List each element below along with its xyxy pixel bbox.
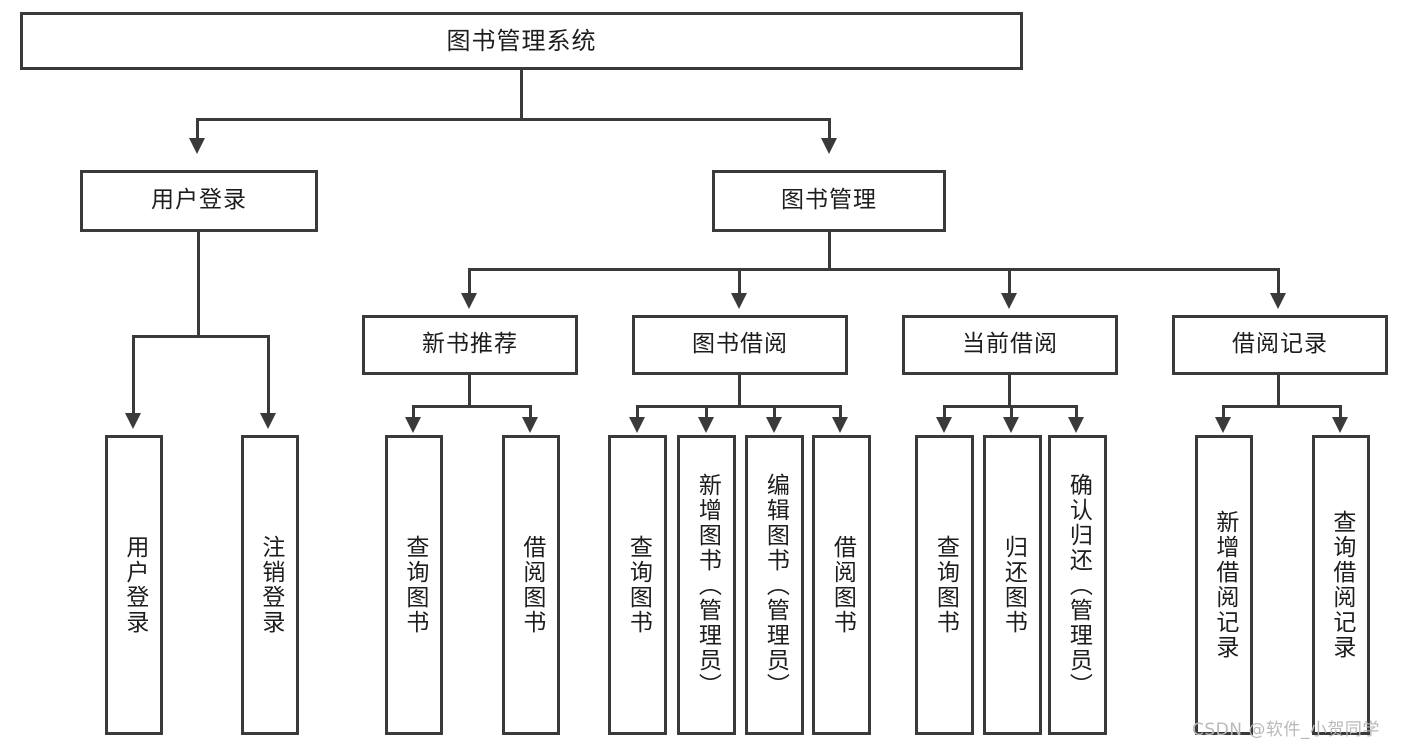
node-root-system[interactable]: 图书管理系统 [20,12,1023,70]
connector-new-book-drop-1 [412,405,415,419]
node-book-borrow[interactable]: 图书借阅 [632,315,848,375]
arrow-to-book-borrow [731,293,747,309]
connector-borrow-record-bar [1222,405,1342,408]
connector-book-borrow-bar [636,405,842,408]
node-label: 查询图书 [401,535,428,635]
arrow-to-borrow-record [1270,293,1286,309]
arrow-to-leaf-query-book-1 [405,417,421,433]
node-new-book-recommend[interactable]: 新书推荐 [362,315,578,375]
connector-new-book-drop-2 [529,405,532,419]
connector-user-login-drop-2 [267,335,270,415]
arrow-to-user-login [189,138,205,154]
node-label: 当前借阅 [962,331,1058,358]
arrow-to-leaf-edit-book [766,417,782,433]
node-label: 新增借阅记录 [1211,510,1238,660]
arrow-to-leaf-query-record [1332,417,1348,433]
connector-user-login-stem [197,232,200,335]
leaf-user-login[interactable]: 用户登录 [105,435,163,735]
connector-current-borrow-drop-3 [1075,405,1078,419]
connector-book-borrow-drop-3 [773,405,776,419]
arrow-to-leaf-query-book-2 [629,417,645,433]
connector-level2-right-drop [828,118,831,140]
arrow-to-leaf-add-book [698,417,714,433]
connector-borrow-record-drop-2 [1339,405,1342,419]
node-label: 新增图书（管理员） [694,472,721,698]
leaf-add-book-admin[interactable]: 新增图书（管理员） [677,435,736,735]
leaf-edit-book-admin[interactable]: 编辑图书（管理员） [745,435,804,735]
connector-current-borrow-drop-1 [943,405,946,419]
leaf-logout[interactable]: 注销登录 [241,435,299,735]
node-label: 借阅图书 [518,535,545,635]
node-label: 借阅记录 [1232,331,1328,358]
connector-level3-drop-2 [738,268,741,295]
connector-level3-drop-4 [1277,268,1280,295]
connector-book-borrow-stem [738,375,741,405]
node-borrow-record[interactable]: 借阅记录 [1172,315,1388,375]
leaf-confirm-return-admin[interactable]: 确认归还（管理员） [1048,435,1107,735]
arrow-to-leaf-add-record [1215,417,1231,433]
leaf-query-book-borrow[interactable]: 查询图书 [608,435,667,735]
leaf-add-borrow-record[interactable]: 新增借阅记录 [1195,435,1253,735]
arrow-to-leaf-return-book [1003,417,1019,433]
arrow-to-leaf-borrow-book-1 [522,417,538,433]
connector-root-stem [520,70,523,118]
node-label: 用户登录 [151,187,247,214]
node-label: 图书管理系统 [446,26,597,55]
node-label: 编辑图书（管理员） [762,472,789,698]
node-label: 图书管理 [781,187,877,214]
connector-user-login-bar [132,335,270,338]
node-user-login[interactable]: 用户登录 [80,170,318,232]
connector-new-book-stem [468,375,471,405]
arrow-to-leaf-confirm-return [1068,417,1084,433]
arrow-to-book-management [821,138,837,154]
node-label: 图书借阅 [692,331,788,358]
connector-book-borrow-drop-4 [839,405,842,419]
node-book-management[interactable]: 图书管理 [712,170,946,232]
connector-level3-bar [468,268,1280,271]
connector-borrow-record-stem [1277,375,1280,405]
node-current-borrow[interactable]: 当前借阅 [902,315,1118,375]
node-label: 注销登录 [257,535,284,635]
arrow-to-current-borrow [1001,293,1017,309]
connector-level3-drop-1 [468,268,471,295]
connector-level3-drop-3 [1008,268,1011,295]
node-label: 归还图书 [1000,535,1027,635]
node-label: 借阅图书 [829,535,856,635]
connector-book-management-stem [828,232,831,268]
node-label: 查询图书 [625,535,652,635]
node-label: 查询图书 [932,535,959,635]
arrow-to-leaf-query-book-3 [936,417,952,433]
leaf-query-book-recommend[interactable]: 查询图书 [385,435,443,735]
connector-new-book-bar [412,405,532,408]
connector-current-borrow-drop-2 [1010,405,1013,419]
leaf-query-book-current[interactable]: 查询图书 [915,435,974,735]
arrow-to-leaf-user-login [125,413,141,429]
leaf-borrow-book-recommend[interactable]: 借阅图书 [502,435,560,735]
connector-user-login-drop-1 [132,335,135,415]
arrow-to-leaf-borrow-book-2 [832,417,848,433]
node-label: 确认归还（管理员） [1065,472,1092,698]
connector-book-borrow-drop-1 [636,405,639,419]
connector-level2-left-drop [196,118,199,140]
leaf-query-borrow-record[interactable]: 查询借阅记录 [1312,435,1370,735]
arrow-to-leaf-logout [260,413,276,429]
connector-level2-bar [196,118,831,121]
connector-current-borrow-stem [1008,375,1011,405]
connector-borrow-record-drop-1 [1222,405,1225,419]
leaf-return-book[interactable]: 归还图书 [983,435,1042,735]
connector-book-borrow-drop-2 [705,405,708,419]
node-label: 用户登录 [121,535,148,635]
arrow-to-new-book-recommend [461,293,477,309]
node-label: 查询借阅记录 [1328,510,1355,660]
node-label: 新书推荐 [422,331,518,358]
leaf-borrow-book[interactable]: 借阅图书 [812,435,871,735]
